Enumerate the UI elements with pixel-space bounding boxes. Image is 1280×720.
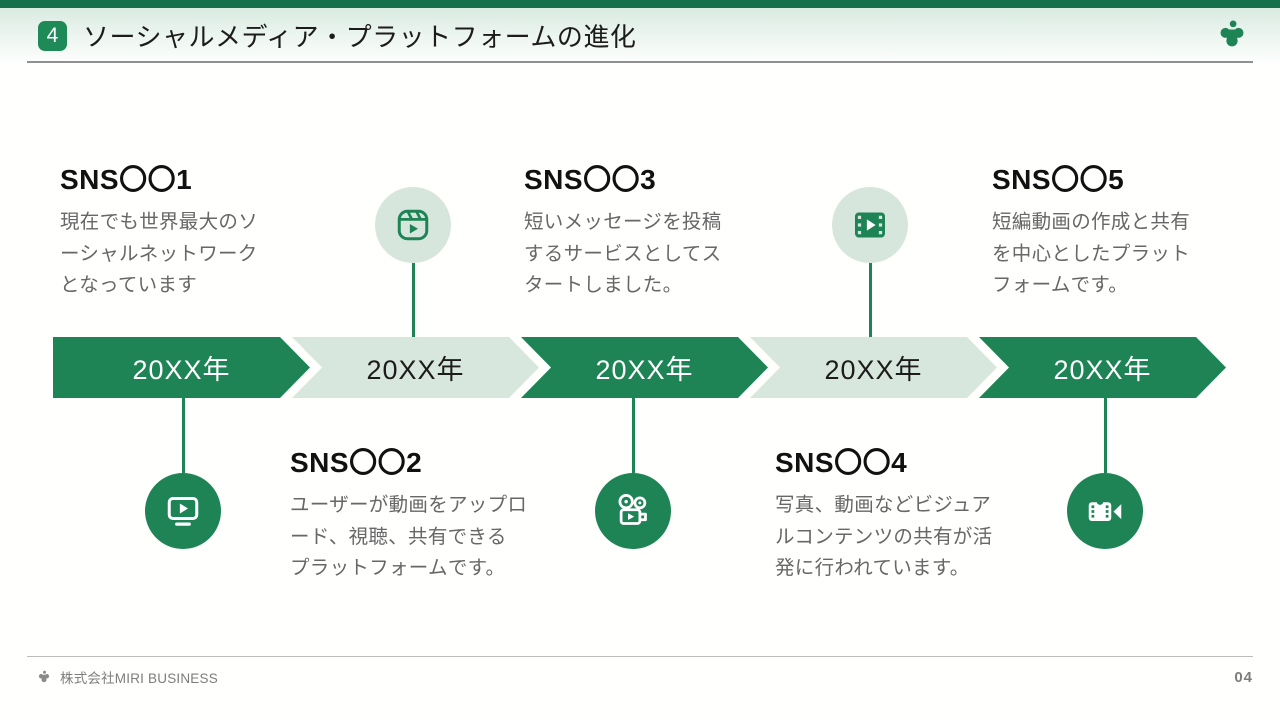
timeline-segment-1: 20XX年 [53, 337, 310, 398]
item-description: 短いメッセージを投稿 するサービスとしてス タートしました。 [524, 211, 722, 296]
connector-line [181, 398, 185, 473]
timeline-segment-3: 20XX年 [521, 337, 768, 398]
timeline-segment-5: 20XX年 [979, 337, 1226, 398]
item-description: 短編動画の作成と共有 を中心としたプラット フォームです。 [992, 211, 1191, 296]
connector-line [631, 398, 635, 473]
item-1-icon-circle [145, 473, 221, 549]
item-3-icon-circle [595, 473, 671, 549]
film-play-icon [855, 212, 885, 238]
item-title: SNS〇〇1 [60, 164, 193, 195]
item-description: ユーザーが動画をアップロ ード、視聴、共有できる プラットフォームです。 [290, 494, 528, 579]
connector-line [1103, 398, 1107, 473]
timeline-item-3-text: SNS〇〇3 短いメッセージを投稿 するサービスとしてス タートしました。 [524, 158, 754, 302]
item-title: SNS〇〇2 [290, 447, 423, 478]
movie-camera-icon [618, 494, 647, 525]
connector-line [868, 263, 872, 337]
timeline-item-4-text: SNS〇〇4 写真、動画などビジュア ルコンテンツの共有が活 発に行われています… [775, 441, 1030, 585]
item-2-icon-circle [375, 187, 451, 263]
slide-header: 4 ソーシャルメディア・プラットフォームの進化 [0, 8, 1280, 63]
brand-trefoil-icon [1220, 19, 1244, 46]
item-title: SNS〇〇5 [992, 164, 1125, 195]
item-4-icon-circle [832, 187, 908, 263]
timeline-segment-2: 20XX年 [292, 337, 539, 398]
slide-title: ソーシャルメディア・プラットフォームの進化 [83, 22, 637, 52]
header-divider [27, 61, 1253, 63]
item-description: 写真、動画などビジュア ルコンテンツの共有が活 発に行われています。 [775, 494, 993, 579]
footer-company-name: 株式会社MIRI BUSINESS [60, 671, 218, 686]
film-rewind-icon [1088, 498, 1122, 521]
item-5-icon-circle [1067, 473, 1143, 549]
brand-trefoil-icon [38, 670, 50, 683]
page-number: 04 [1234, 668, 1253, 686]
top-accent-bar [0, 0, 1280, 8]
tv-play-icon [167, 497, 199, 526]
timeline-item-5-text: SNS〇〇5 短編動画の作成と共有 を中心としたプラット フォームです。 [992, 158, 1222, 302]
item-title: SNS〇〇3 [524, 164, 657, 195]
item-description: 現在でも世界最大のソ ーシャルネットワーク となっています [60, 211, 259, 296]
timeline-item-2-text: SNS〇〇2 ユーザーが動画をアップロ ード、視聴、共有できる プラットフォーム… [290, 441, 545, 585]
slide-number-badge: 4 [38, 20, 67, 51]
slide-footer: 株式会社MIRI BUSINESS 04 [27, 656, 1253, 697]
timeline-segment-4: 20XX年 [750, 337, 997, 398]
connector-line [411, 263, 415, 337]
timeline-item-1-text: SNS〇〇1 現在でも世界最大のソ ーシャルネットワーク となっています [60, 158, 290, 302]
item-title: SNS〇〇4 [775, 447, 908, 478]
footer-brand: 株式会社MIRI BUSINESS [36, 667, 218, 687]
reels-icon [397, 209, 429, 241]
